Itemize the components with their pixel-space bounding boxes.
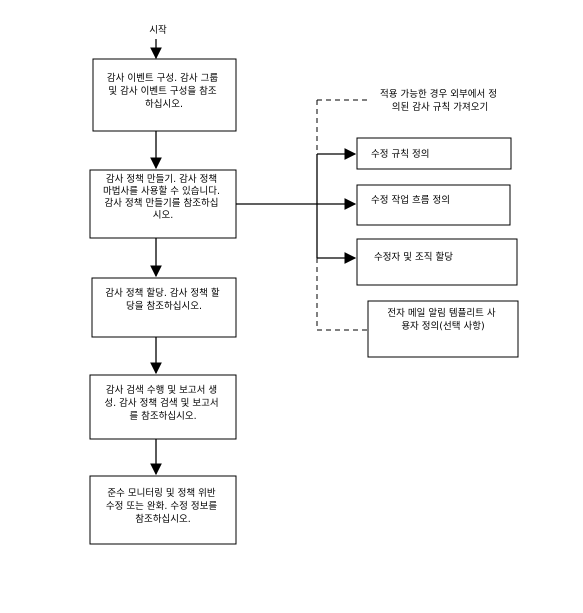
step-3-line-1: 감사 정책 할당. 감사 정책 할: [105, 287, 220, 299]
step-4-box: 감사 검색 수행 및 보고서 생 성. 감사 정책 검색 및 보고서 를 참조하…: [89, 374, 237, 440]
side-steps: 적용 가능한 경우 외부에서 정 의된 감사 규칙 가져오기 수정 규칙 정의 …: [356, 85, 519, 358]
side-step-3-box: 수정 작업 흐름 정의: [356, 184, 511, 226]
side-step-2-line-1: 수정 규칙 정의: [371, 149, 429, 160]
step-5-line-2: 수정 또는 완화. 수정 정보를: [106, 501, 217, 512]
step-3-box: 감사 정책 할당. 감사 정책 할 당을 참조하십시오.: [91, 277, 237, 338]
side-step-1-line-1: 적용 가능한 경우 외부에서 정: [380, 88, 497, 100]
step-3-line-2: 당을 참조하십시오.: [126, 300, 202, 312]
step-2-line-3: 감사 정책 만들기를 참조하십: [105, 197, 219, 209]
side-step-5-line-1: 전자 메일 알림 템플리트 사: [387, 307, 495, 319]
svg-text:전자 메일 알림 템플리트 사 용자 정의(: 전자 메일 알림 템플리트 사 용자 정의(선택 사항): [387, 307, 498, 332]
side-connectors-optional: [316, 99, 368, 331]
svg-text:감사 검색 수행 및 보고서 생 성. 감사: 감사 검색 수행 및 보고서 생 성. 감사 정책 검색 및 보고서 를 참조하…: [104, 384, 221, 422]
step-1-line-3: 하십시오.: [145, 98, 183, 110]
side-step-4-line-1: 수정자 및 조직 할당: [374, 251, 453, 263]
step-1-line-1: 감사 이벤트 구성. 감사 그룹: [107, 72, 218, 84]
svg-text:적용 가능한 경우 외부에서 정 의된 감사: 적용 가능한 경우 외부에서 정 의된 감사 규칙 가져오기: [380, 88, 500, 113]
svg-text:준수 모니터링 및 정책 위반 수정 또는: 준수 모니터링 및 정책 위반 수정 또는 완화. 수정 정보를 참조하십시오.: [106, 487, 220, 525]
step-4-line-1: 감사 검색 수행 및 보고서 생: [106, 384, 217, 396]
step-2-line-2: 마법사를 사용할 수 있습니다.: [103, 185, 220, 197]
step-1-box: 감사 이벤트 구성. 감사 그룹 및 감사 이벤트 구성을 참조 하십시오.: [92, 58, 237, 132]
side-step-4-box: 수정자 및 조직 할당: [356, 238, 518, 286]
main-steps: 감사 이벤트 구성. 감사 그룹 및 감사 이벤트 구성을 참조 하십시오. 감…: [89, 58, 237, 545]
side-step-1-line-2: 의된 감사 규칙 가져오기: [392, 101, 488, 113]
step-2-line-4: 시오.: [153, 210, 174, 221]
side-connectors: [236, 148, 357, 264]
step-2-line-1: 감사 정책 만들기. 감사 정책: [106, 173, 217, 185]
side-step-1-box: 적용 가능한 경우 외부에서 정 의된 감사 규칙 가져오기: [368, 85, 512, 120]
start-label: 시작: [149, 25, 167, 36]
step-4-line-2: 성. 감사 정책 검색 및 보고서: [104, 397, 218, 409]
step-5-box: 준수 모니터링 및 정책 위반 수정 또는 완화. 수정 정보를 참조하십시오.: [89, 475, 237, 545]
side-step-5-line-2: 용자 정의(선택 사항): [401, 321, 484, 332]
side-step-2-box: 수정 규칙 정의: [356, 137, 512, 170]
svg-text:감사 정책 만들기. 감사 정책 마법사를: 감사 정책 만들기. 감사 정책 마법사를 사용할 수 있습니다. 감사 정책 …: [103, 173, 223, 221]
side-step-5-box: 전자 메일 알림 템플리트 사 용자 정의(선택 사항): [367, 300, 519, 358]
svg-text:수정자 및 조직 할당: 수정자 및 조직 할당: [374, 251, 453, 263]
step-1-line-2: 및 감사 이벤트 구성을 참조: [108, 85, 216, 97]
svg-text:수정 규칙 정의: 수정 규칙 정의: [371, 149, 429, 160]
step-5-line-1: 준수 모니터링 및 정책 위반: [107, 487, 215, 499]
side-step-3-line-1: 수정 작업 흐름 정의: [371, 194, 450, 206]
svg-text:감사 이벤트 구성. 감사 그룹 및 감사: 감사 이벤트 구성. 감사 그룹 및 감사 이벤트 구성을 참조 하십시오.: [107, 72, 221, 110]
step-5-line-3: 참조하십시오.: [135, 513, 190, 525]
step-4-line-3: 를 참조하십시오.: [129, 410, 196, 422]
svg-text:수정 작업 흐름 정의: 수정 작업 흐름 정의: [371, 194, 450, 206]
svg-text:감사 정책 할당. 감사 정책 할 당을 참: 감사 정책 할당. 감사 정책 할 당을 참조하십시오.: [105, 287, 222, 312]
step-2-box: 감사 정책 만들기. 감사 정책 마법사를 사용할 수 있습니다. 감사 정책 …: [89, 169, 237, 239]
